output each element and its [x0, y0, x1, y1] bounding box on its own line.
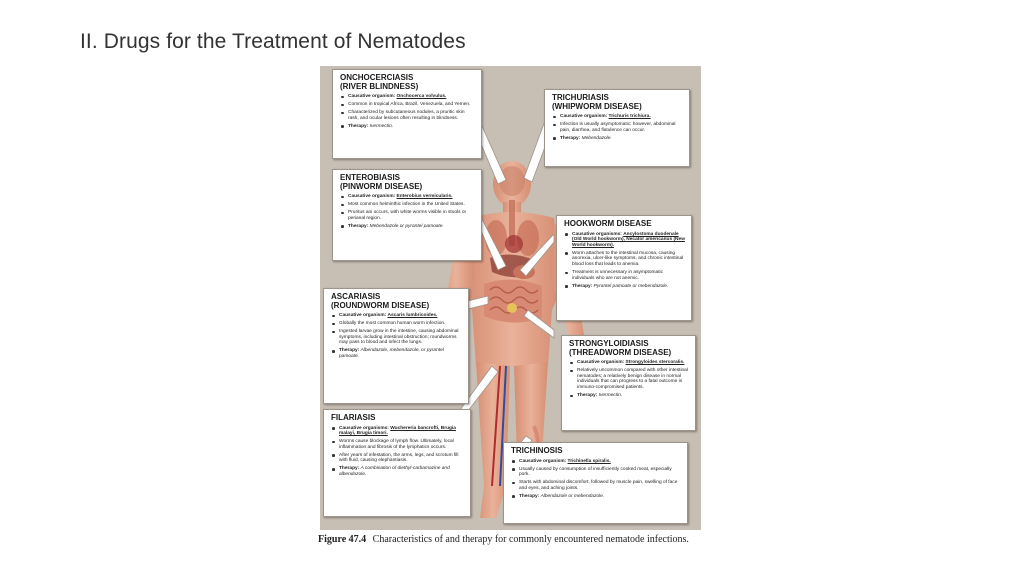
list-item: Therapy: Albendazole, mebendazole, or py… [331, 348, 462, 359]
box-title: ENTEROBIASIS (PINWORM DISEASE) [340, 173, 423, 191]
list-item: After years of infestation, the arms, le… [331, 453, 464, 464]
list-item: Causative organisms: Ancylostoma duodena… [564, 232, 685, 249]
trichuriasis-box: TRICHURIASIS (WHIPWORM DISEASE) Causativ… [544, 89, 690, 167]
list-item: Relatively uncommon compared with other … [569, 368, 689, 390]
list-item: Pruritus ani occurs, with white worms vi… [340, 210, 475, 221]
list-item: Therapy: Mebendazole. [552, 136, 683, 142]
list-item: Common in tropical Africa, Brazil, Venez… [340, 102, 475, 108]
list-item: Causative organism: Trichuris trichiura. [552, 114, 683, 120]
list-item: Causative organism: Trichinella spiralis… [511, 459, 681, 465]
list-item: Therapy: A combination of diethyl-carbam… [331, 466, 464, 477]
list-item: Therapy: Ivermectin. [340, 124, 475, 130]
box-title: TRICHURIASIS (WHIPWORM DISEASE) [552, 93, 642, 111]
list-item: Causative organisms: Wuchereria bancroft… [331, 426, 464, 437]
nematode-figure: ONCHOCERCIASIS (RIVER BLINDNESS) Causati… [320, 66, 701, 530]
caption-text: Characteristics of and therapy for commo… [372, 534, 689, 545]
list-item: Globally the most common human worm infe… [331, 321, 462, 327]
box-title: ONCHOCERCIASIS (RIVER BLINDNESS) [340, 73, 419, 91]
list-item: Infection is usually asymptomatic; howev… [552, 122, 683, 133]
caption-label: Figure 47.4 [318, 534, 367, 545]
list-item: Causative organism: Ascaris lumbricoides… [331, 313, 462, 319]
enterobiasis-box: ENTEROBIASIS (PINWORM DISEASE) Causative… [332, 169, 482, 261]
box-title: ASCARIASIS (ROUNDWORM DISEASE) [331, 292, 430, 310]
onchocerciasis-box: ONCHOCERCIASIS (RIVER BLINDNESS) Causati… [332, 69, 482, 159]
list-item: Ingested larvae grow in the intestine, c… [331, 329, 462, 346]
filariasis-box: FILARIASIS Causative organisms: Wucherer… [323, 409, 471, 517]
list-item: Therapy: Pyrantel pamoate or mebendazole… [564, 284, 685, 290]
list-item: Characterized by subcutaneous nodules, a… [340, 110, 475, 121]
box-title: FILARIASIS [331, 413, 376, 422]
list-item: Treatment is unnecessary in asymptomatic… [564, 270, 685, 281]
list-item: Therapy: Ivermectin. [569, 393, 689, 399]
list-item: Causative organism: Onchocerca volvulus. [340, 94, 475, 100]
list-item: Most common helminthic infection in the … [340, 202, 475, 208]
box-title: HOOKWORM DISEASE [564, 219, 652, 228]
list-item: Causative organism: Strongyloides sterco… [569, 360, 689, 366]
list-item: Worms cause blockage of lymph flow. Ulti… [331, 439, 464, 450]
box-title: TRICHINOSIS [511, 446, 563, 455]
list-item: Therapy: Albendazole or mebendazole. [511, 494, 681, 500]
figure-caption: Figure 47.4 Characteristics of and thera… [318, 534, 706, 546]
slide-title: II. Drugs for the Treatment of Nematodes [80, 30, 466, 53]
ascariasis-box: ASCARIASIS (ROUNDWORM DISEASE) Causative… [323, 288, 469, 404]
hookworm-box: HOOKWORM DISEASE Causative organisms: An… [556, 215, 692, 321]
list-item: Worm attaches to the intestinal mucosa, … [564, 251, 685, 268]
strongyloidiasis-box: STRONGYLOIDIASIS (THREADWORM DISEASE) Ca… [561, 335, 696, 431]
list-item: Usually caused by consumption of insuffi… [511, 467, 681, 478]
list-item: Starts with abdominal discomfort, follow… [511, 480, 681, 491]
list-item: Therapy: Mebendazole or pyrantel pamoate… [340, 224, 475, 230]
trichinosis-box: TRICHINOSIS Causative organism: Trichine… [503, 442, 688, 524]
box-title: STRONGYLOIDIASIS (THREADWORM DISEASE) [569, 339, 672, 357]
list-item: Causative organism: Enterobius vermicula… [340, 194, 475, 200]
